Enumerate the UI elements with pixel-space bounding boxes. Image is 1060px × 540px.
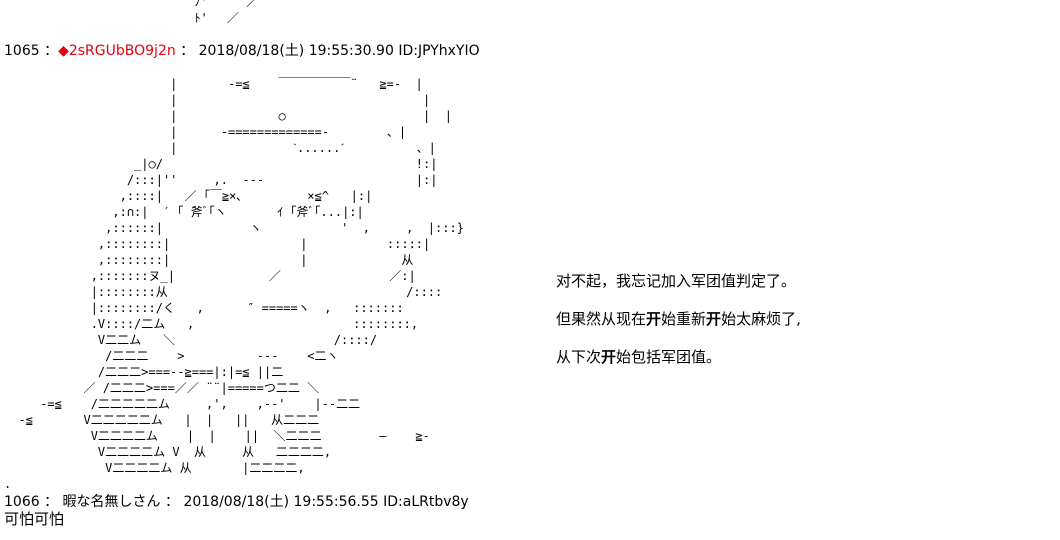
separator: ： <box>44 43 59 59</box>
poster-id[interactable]: ID:JPYhxYIO <box>398 43 480 59</box>
message-text: 始太麻烦了, <box>721 310 801 328</box>
separator: ： <box>165 494 179 510</box>
bold-char: 开 <box>601 348 617 366</box>
separator: ： <box>180 43 195 59</box>
message-line-1: 对不起，我忘记加入军团值判定了。 <box>556 272 796 290</box>
ascii-art-fragment-top: ﾉ' ／ ﾄ' ／ <box>194 0 259 25</box>
message-text: 始重新 <box>661 310 707 328</box>
poster-tripcode: ◆2sRGUbBO9j2n <box>58 43 176 59</box>
post-number[interactable]: 1065 <box>4 43 40 59</box>
ascii-art-character: | -=≦ ￣￣￣￣￣￣¨ ≧=- | | | | ○ | | | -=====… <box>4 77 464 491</box>
post-number[interactable]: 1066 <box>4 494 40 510</box>
poster-id[interactable]: ID:aLRtbv8y <box>383 494 469 510</box>
message-text: 对不起，我忘记加入军团值判定了。 <box>556 272 797 290</box>
separator: ： <box>44 494 59 510</box>
message-line-3: 从下次开始包括军团值。 <box>556 348 721 366</box>
message-text: 但果然从现在 <box>556 310 647 328</box>
post-header-1066: 1066 ： 暇な名無しさん ： 2018/08/18(土) 19:55:56.… <box>4 494 469 510</box>
message-line-2: 但果然从现在开始重新开始太麻烦了, <box>556 310 801 328</box>
post-header-1065: 1065 ：◆2sRGUbBO9j2n ： 2018/08/18(土) 19:5… <box>4 43 480 59</box>
post-datetime: 2018/08/18(土) 19:55:56.55 <box>183 494 379 510</box>
message-text: 从下次 <box>556 348 602 366</box>
post-body-1066: 可怕可怕 <box>4 510 65 528</box>
bold-char: 开 <box>646 310 662 328</box>
post-datetime: 2018/08/18(土) 19:55:30.90 <box>198 43 394 59</box>
message-text: 始包括军团值。 <box>616 348 722 366</box>
poster-name: 暇な名無しさん <box>62 494 161 510</box>
bold-char: 开 <box>706 310 722 328</box>
